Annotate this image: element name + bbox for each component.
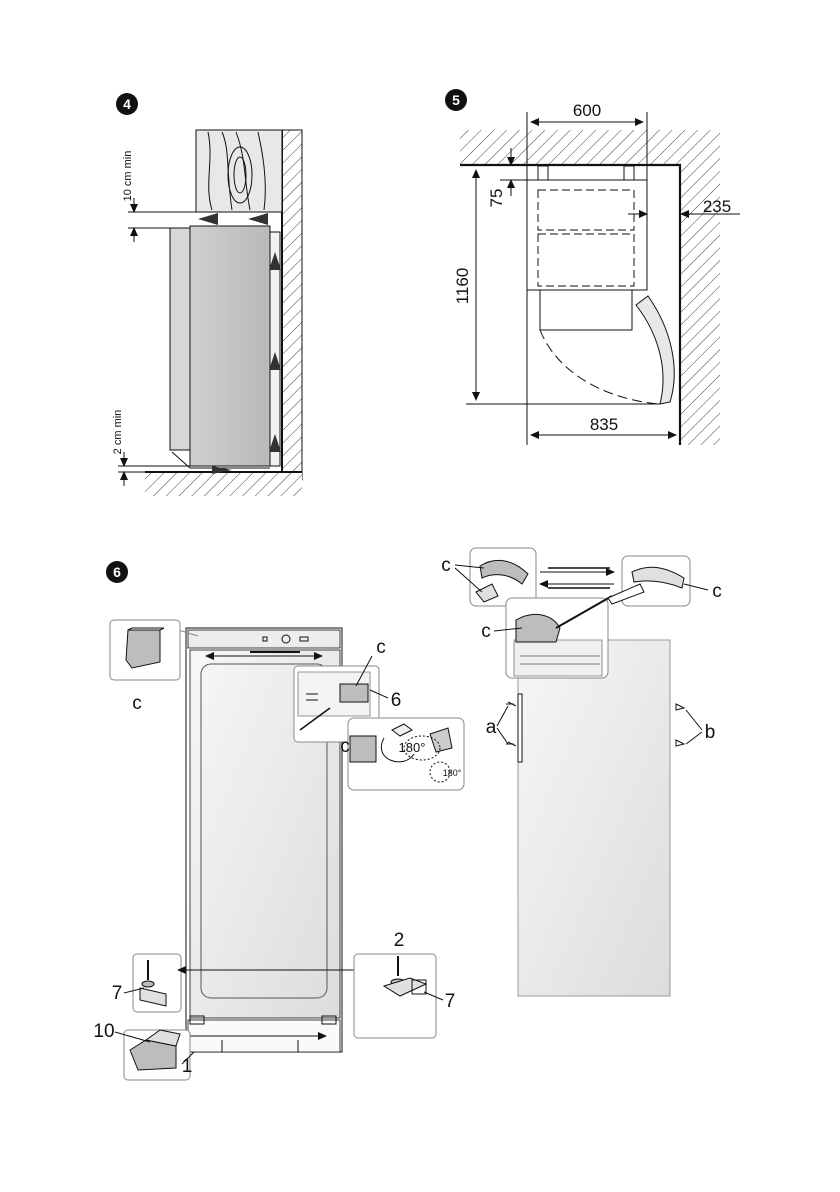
label-c-cover-before: c	[441, 555, 451, 576]
depth-dimension: 835	[531, 415, 676, 435]
top-gap-dimension: 10 cm min	[122, 151, 196, 242]
top-gap-label: 10 cm min	[122, 151, 134, 202]
label-c-screwdriver: c	[481, 621, 491, 642]
callout-bottom-hinge-right	[354, 954, 436, 1038]
door-panel	[506, 640, 684, 996]
label-6: 6	[391, 690, 402, 711]
step-badge-6: 6	[106, 561, 128, 583]
appliance-top-view	[527, 166, 674, 445]
depth-label: 835	[590, 415, 618, 434]
bottom-gap-label: 2 cm min	[112, 410, 124, 455]
floor	[145, 472, 302, 496]
side-clearance-label: 235	[703, 197, 731, 216]
label-a: a	[486, 717, 497, 738]
label-7-right: 7	[445, 991, 456, 1012]
label-2: 2	[394, 930, 405, 951]
wooden-cabinet	[196, 130, 282, 212]
width-label: 600	[573, 101, 601, 120]
height-label: 1160	[453, 268, 472, 305]
callout-top-cover-left	[110, 620, 198, 680]
step-badge-5: 5	[445, 89, 467, 111]
side-wall	[282, 130, 302, 480]
callout-cover-before	[470, 548, 536, 606]
callout-rotate-hinge: 180° 180°	[348, 718, 464, 790]
step-number-5: 5	[452, 92, 460, 108]
rotate-label-large: 180°	[399, 740, 426, 755]
label-c-cover-after: c	[712, 581, 722, 602]
rotate-label-small: 180°	[443, 768, 462, 778]
label-c-rotate: c	[340, 736, 350, 757]
label-10: 10	[93, 1021, 114, 1042]
label-b: b	[705, 722, 716, 743]
figure-6: 6 c	[93, 548, 721, 1080]
callout-cover-after	[622, 556, 690, 606]
label-c-left: c	[132, 693, 142, 714]
step-number-4: 4	[123, 96, 131, 112]
step-number-6: 6	[113, 564, 121, 580]
label-c-top-right: c	[376, 637, 386, 658]
top-clearance-label: 75	[487, 189, 506, 208]
figure-5: 5 600 75	[445, 89, 740, 445]
step-badge-4: 4	[116, 93, 138, 115]
appliance-side-view	[170, 226, 280, 468]
label-7-left: 7	[112, 983, 123, 1004]
figure-4: 4	[112, 93, 302, 496]
